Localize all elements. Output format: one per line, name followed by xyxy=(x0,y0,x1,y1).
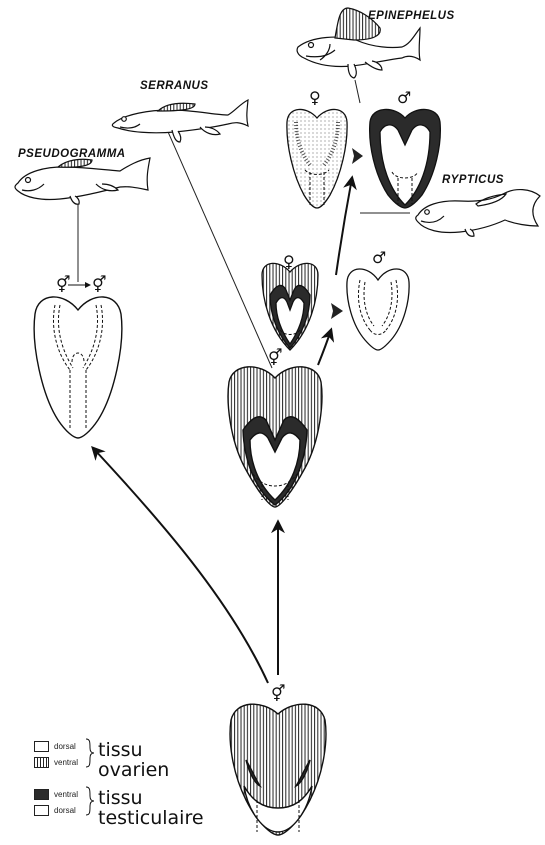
legend-dorsal-ovarian: dorsal xyxy=(54,742,76,751)
swatch-dorsal-ovarian xyxy=(34,741,49,752)
legend-ventral-ovarian: ventral xyxy=(54,758,78,767)
gonad-male-top xyxy=(370,109,441,208)
male-symbol-mid: ♂ xyxy=(372,250,386,266)
label-serranus: SERRANUS xyxy=(140,80,209,92)
gonad-serranus xyxy=(228,367,322,507)
fish-pseudogramma xyxy=(15,158,150,204)
swatch-ventral-ovarian xyxy=(34,757,49,768)
pseudogramma-symbol-to: ⚥ xyxy=(92,277,106,293)
transition-arrowhead-lower xyxy=(331,303,343,319)
legend-brackets xyxy=(86,739,94,815)
swatch-ventral-testicular xyxy=(34,789,49,800)
hermaphrodite-symbol-ancestral: ⚥ xyxy=(271,686,285,702)
legend-dorsal-testicular: dorsal xyxy=(54,806,76,815)
gonad-pseudogramma xyxy=(34,297,122,438)
label-rypticus: RYPTICUS xyxy=(442,174,504,186)
fish-serranus xyxy=(112,100,248,142)
gonad-female-top xyxy=(287,109,347,208)
gonad-female-mid xyxy=(262,263,318,350)
transition-arrowhead-upper xyxy=(352,148,363,164)
female-symbol-mid: ♀ xyxy=(283,254,295,270)
gonad-ancestral xyxy=(230,704,326,835)
fish-rypticus xyxy=(416,190,540,237)
label-pseudogramma: PSEUDOGRAMMA xyxy=(18,148,126,160)
gonad-male-mid xyxy=(347,269,409,350)
swatch-dorsal-testicular xyxy=(34,805,49,816)
male-symbol-top: ♂ xyxy=(397,90,411,106)
legend-ventral-testicular: ventral xyxy=(54,790,78,799)
pseudogramma-symbol-from: ⚥ xyxy=(56,277,70,293)
pseudogramma-transition-arrow xyxy=(68,282,91,288)
legend-ovarian-tissue: tissu ovarien xyxy=(98,740,169,780)
label-epinephelus: EPINEPHELUS xyxy=(368,10,455,22)
female-symbol-top: ♀ xyxy=(309,90,321,106)
legend-testicular-tissue: tissu testiculaire xyxy=(98,788,204,828)
hermaphrodite-symbol-serranus: ⚥ xyxy=(268,350,282,366)
